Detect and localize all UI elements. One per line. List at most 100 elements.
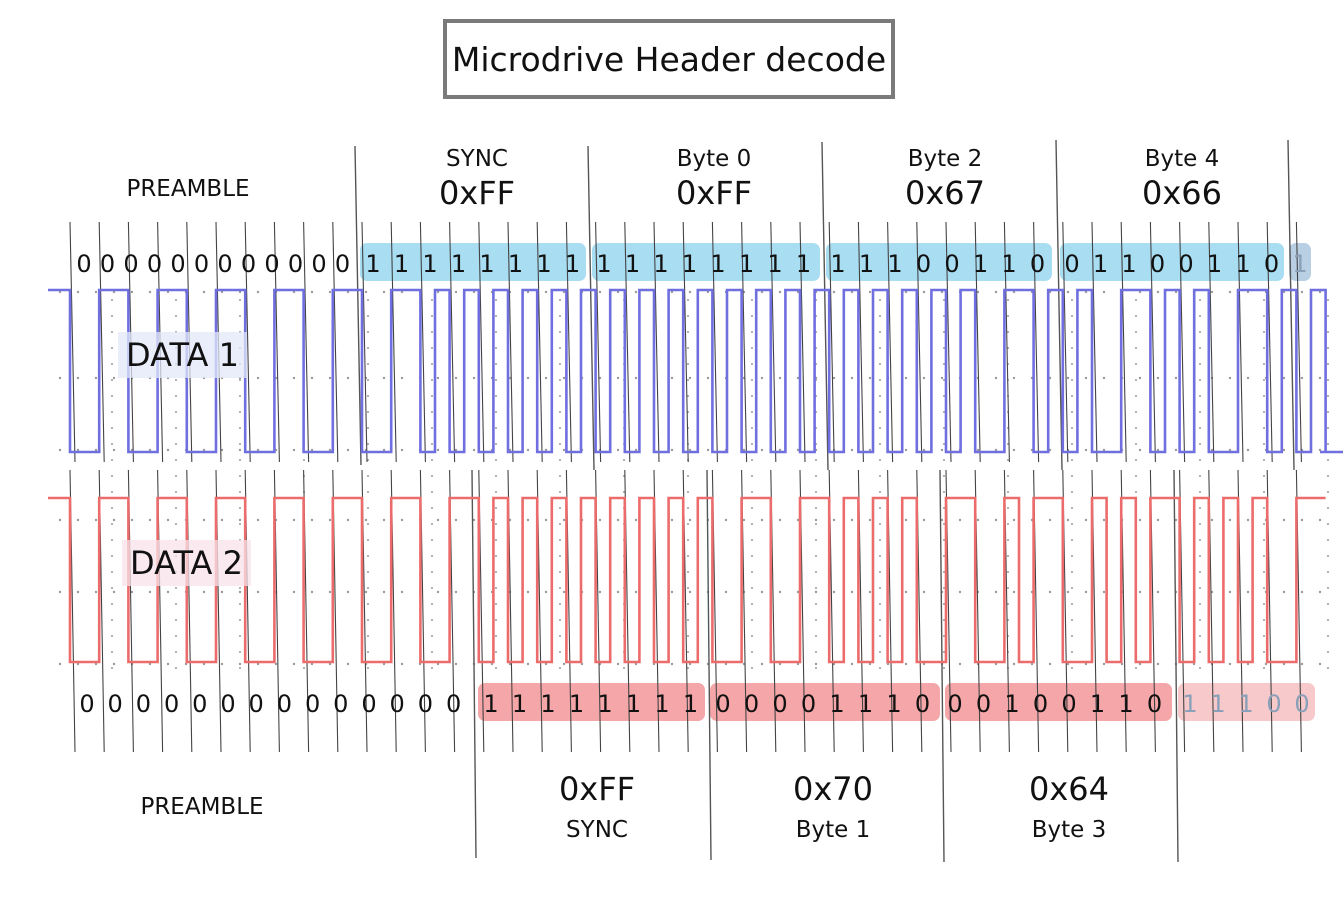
grid-dot — [111, 555, 113, 557]
grid-dot — [751, 363, 753, 365]
grid-dot — [815, 491, 817, 493]
grid-dot — [751, 571, 753, 573]
grid-dot — [1084, 448, 1088, 452]
byte-dividers — [354, 139, 1295, 863]
grid-dot — [943, 427, 945, 429]
grid-dot — [751, 619, 753, 621]
grid-dot — [940, 518, 944, 522]
grid-dot — [436, 518, 440, 522]
grid-dot — [256, 590, 260, 594]
grid-dot — [76, 590, 80, 594]
grid-dot — [580, 662, 584, 666]
grid-dot — [508, 448, 512, 452]
data2-bit: 1 — [1090, 690, 1105, 718]
data2-bit: 1 — [1004, 690, 1019, 718]
grid-dot — [1102, 662, 1106, 666]
byte-divider — [1287, 139, 1295, 471]
grid-dot — [431, 667, 433, 669]
data1-bit: 0 — [1264, 250, 1279, 278]
grid-dot — [1199, 507, 1201, 509]
grid-dot — [431, 651, 433, 653]
grid-dot — [310, 448, 314, 452]
data1-bit: 0 — [194, 250, 209, 278]
grid-dot — [879, 331, 881, 333]
bit-cell-line — [1179, 221, 1186, 463]
bit-cell-line — [244, 221, 251, 463]
data1-bit: 1 — [1207, 250, 1222, 278]
grid-dot — [1156, 662, 1160, 666]
grid-dot — [1135, 347, 1137, 349]
grid-dot — [1084, 518, 1088, 522]
grid-dot — [1263, 395, 1265, 397]
grid-dot — [1135, 443, 1137, 445]
grid-dot — [1199, 635, 1201, 637]
grid-dot — [751, 427, 753, 429]
grid-dot — [382, 448, 386, 452]
grid-dot — [292, 376, 296, 380]
grid-dot — [559, 603, 561, 605]
grid-dot — [688, 662, 692, 666]
grid-dot — [111, 587, 113, 589]
grid-dot — [436, 448, 440, 452]
data2-bit: 0 — [249, 690, 264, 718]
bit-cell-line — [419, 221, 426, 463]
grid-dot — [239, 315, 241, 317]
grid-dot — [94, 662, 98, 666]
grid-dot — [815, 635, 817, 637]
grid-dot — [706, 290, 710, 294]
grid-dot — [111, 411, 113, 413]
grid-dot — [815, 475, 817, 477]
grid-dot — [495, 363, 497, 365]
grid-dot — [559, 619, 561, 621]
grid-dot — [400, 518, 404, 522]
grid-dot — [598, 518, 602, 522]
grid-dot — [1084, 290, 1088, 294]
grid-dot — [490, 662, 494, 666]
grid-dot — [431, 507, 433, 509]
grid-dot — [994, 376, 998, 380]
data2-bit: 0 — [277, 690, 292, 718]
data2-bit: 0 — [772, 690, 787, 718]
grid-dot — [1327, 395, 1329, 397]
grid-dot — [1007, 299, 1009, 301]
grid-dot — [879, 603, 881, 605]
grid-dot — [1327, 379, 1329, 381]
grid-dot — [58, 290, 62, 294]
grid-dot — [111, 475, 113, 477]
grid-dot — [958, 662, 962, 666]
grid-dot — [166, 518, 170, 522]
grid-dot — [943, 379, 945, 381]
grid-dot — [495, 347, 497, 349]
grid-dot — [1102, 290, 1106, 294]
grid-dot — [1263, 363, 1265, 365]
grid-dot — [815, 539, 817, 541]
bit-cell-line — [98, 221, 105, 463]
grid-dot — [239, 619, 241, 621]
grid-dot — [1135, 395, 1137, 397]
grid-dot — [454, 290, 458, 294]
grid-dot — [400, 662, 404, 666]
bit-cell-line — [887, 221, 894, 463]
grid-dot — [1327, 635, 1329, 637]
grid-dot — [760, 376, 764, 380]
bottom-byte3-label: Byte 3 — [1031, 817, 1107, 843]
grid-dot — [559, 651, 561, 653]
grid-dot — [292, 448, 296, 452]
grid-dot — [1327, 603, 1329, 605]
grid-dot — [148, 590, 152, 594]
grid-dot — [256, 376, 260, 380]
top-preamble-label: PREAMBLE — [126, 176, 250, 202]
grid-dot — [175, 651, 177, 653]
grid-dot — [367, 667, 369, 669]
grid-dot — [239, 427, 241, 429]
grid-dot — [559, 459, 561, 461]
grid-dot — [850, 376, 854, 380]
grid-dot — [495, 395, 497, 397]
grid-dot — [1318, 290, 1322, 294]
grid-dot — [495, 315, 497, 317]
grid-dot — [832, 518, 836, 522]
grid-dot — [994, 290, 998, 294]
grid-dot — [94, 290, 98, 294]
grid-dot — [1228, 518, 1232, 522]
grid-dot — [1327, 299, 1329, 301]
